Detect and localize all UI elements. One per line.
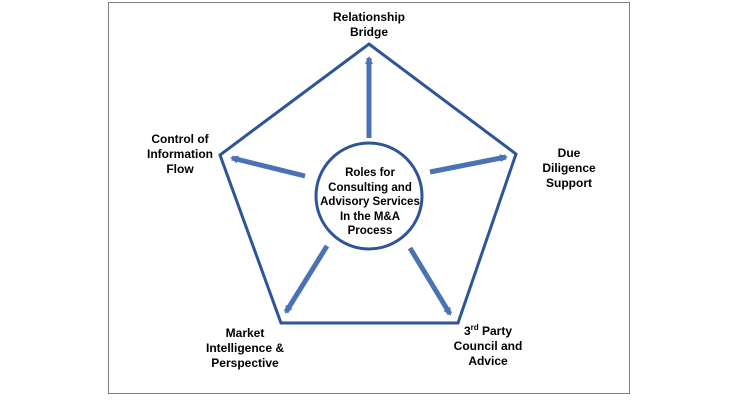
node-label-line: Advice [468,354,508,368]
node-third-party-council: 3rd Party Council and Advice [438,324,538,369]
arrow-to-market-intelligence [283,244,330,314]
node-relationship-bridge: Relationship Bridge [319,10,419,40]
node-label-line: Diligence [542,161,596,175]
arrow-to-control-of-information [230,155,306,179]
node-label-line: Bridge [349,25,388,39]
node-due-diligence-support: Due Diligence Support [524,146,614,191]
node-label-line: Market [225,326,265,340]
center-label: Roles for Consulting and Advisory Servic… [318,166,422,239]
node-label-line: Flow [166,162,194,176]
center-label-line: Roles for [345,167,395,179]
center-circle [314,141,424,251]
center-label-line: Advisory Services [320,196,420,208]
node-label-line: Intelligence & [205,341,285,355]
center-label-line: Process [347,225,393,237]
node-label-line: 3rd Party [463,323,513,339]
node-market-intelligence: Market Intelligence & Perspective [190,326,300,371]
arrow-to-due-diligence [429,154,508,175]
node-label-line: Relationship [332,10,405,24]
node-label-line: Perspective [211,356,279,370]
pentagon-outline [218,42,518,325]
arrow-to-third-party [407,246,453,316]
node-label-line: Information [147,147,213,161]
center-label-line: Consulting and [328,181,412,194]
center-label-line: In the M&A [339,210,401,223]
diagram-frame [108,2,630,394]
node-label-line: Control of [151,132,209,146]
node-label-line: Support [546,176,592,190]
node-label-line: Council and [453,339,523,353]
node-label-line: Due [557,146,581,160]
node-control-of-information-flow: Control of Information Flow [130,132,230,177]
